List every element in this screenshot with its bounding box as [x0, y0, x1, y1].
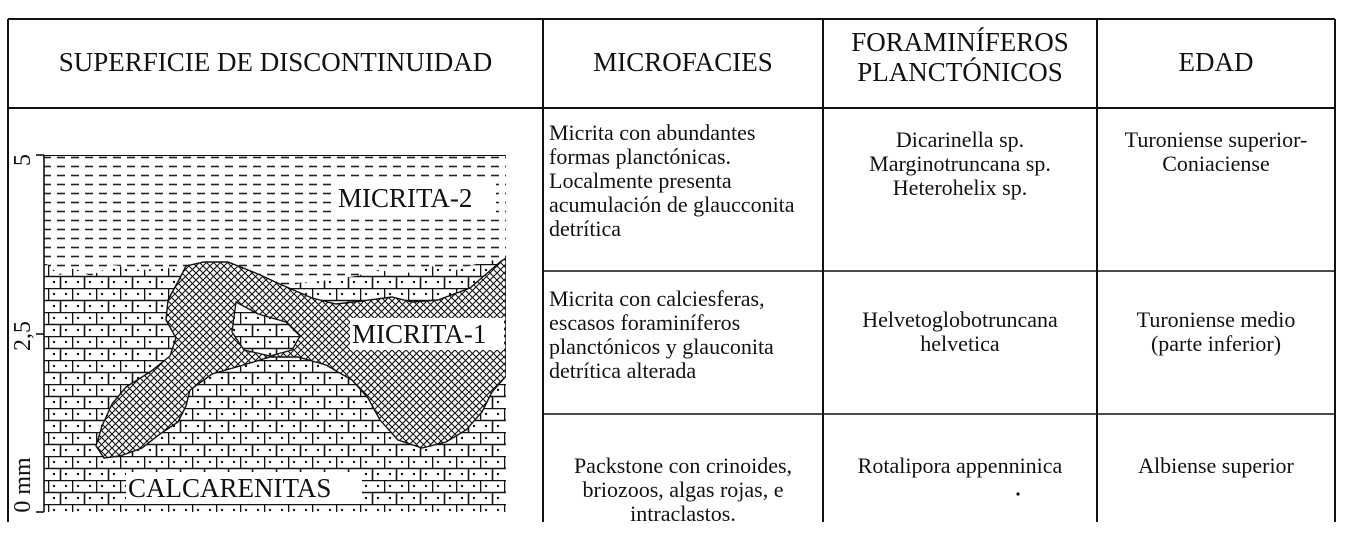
row2-foram-species: Helvetoglobotruncana [862, 307, 1058, 332]
scale-label-bottom: 0 mm [10, 457, 36, 513]
row1-microfacies-line: detrítica [549, 216, 622, 241]
header-discontinuity: SUPERFICIE DE DISCONTINUIDAD [58, 47, 493, 77]
vertical-scale [36, 154, 45, 513]
row1-edad-line: Coniaciense [1162, 151, 1270, 176]
micrita-1-label-bg [350, 318, 504, 350]
row3-foram-species: Rotalipora appenninica [857, 453, 1063, 478]
calcarenitas-label-bg [126, 472, 362, 504]
row1-microfacies-line: acumulación de glaucconita [549, 192, 795, 217]
row1-microfacies-line: Micrita con abundantes [549, 120, 756, 145]
row1-microfacies-line: formas planctónicas. [549, 144, 732, 169]
row1-microfacies: Micrita con abundantes formas planctónic… [549, 121, 817, 241]
row1-foram-species: Heterohelix sp. [892, 175, 1028, 200]
header-foraminiferos: FORAMINÍFEROS PLANCTÓNICOS [823, 27, 1097, 87]
micrita-2-label: MICRITA-2 [338, 183, 472, 213]
scale-label-top: 5 [10, 154, 36, 166]
row1-edad: Turoniense superior- Coniaciense [1097, 128, 1335, 176]
micrita-2-label-bg [336, 182, 496, 214]
row2-foram-species: helvetica [920, 331, 1000, 356]
row3-microfacies: Packstone con crinoides, briozoos, algas… [549, 454, 817, 526]
row2-edad-line: (parte inferior) [1150, 331, 1282, 356]
row2-foraminiferos: Helvetoglobotruncana helvetica [823, 308, 1097, 356]
row2-microfacies-line: planctónicos y glauconita [549, 334, 774, 359]
row1-foram-species: Dicarinella sp. [895, 127, 1025, 152]
row3-edad-line: Albiense superior [1138, 453, 1294, 478]
row1-foraminiferos: Dicarinella sp. Marginotruncana sp. Hete… [823, 128, 1097, 200]
header-edad: EDAD [1178, 47, 1254, 77]
micrita-1-layer [95, 257, 506, 459]
micrita-1-label: MICRITA-1 [352, 319, 486, 349]
header-foraminiferos-line1: FORAMINÍFEROS [851, 27, 1069, 57]
calcarenitas-label: CALCARENITAS [128, 473, 331, 503]
row3-foraminiferos: Rotalipora appenninica [823, 454, 1097, 478]
header-microfacies: MICROFACIES [593, 47, 773, 77]
row1-edad-line: Turoniense superior- [1124, 127, 1308, 152]
row3-microfacies-line: briozoos, algas rojas, e [582, 477, 784, 502]
row2-microfacies-line: detrítica alterada [549, 358, 697, 383]
row2-edad-line: Turoniense medio [1136, 307, 1296, 332]
row2-edad: Turoniense medio (parte inferior) [1097, 308, 1335, 356]
table-grid [7, 18, 1336, 522]
row2-microfacies-line: escasos foraminíferos [549, 310, 741, 335]
row2-microfacies: Micrita con calciesferas, escasos forami… [549, 287, 817, 383]
row1-foram-species: Marginotruncana sp. [869, 151, 1051, 176]
row3-microfacies-line: intraclastos. [630, 501, 736, 526]
calcarenite-island [231, 300, 301, 357]
scale-label-mid: 2,5 [10, 321, 36, 351]
row3-edad: Albiense superior [1097, 454, 1335, 478]
row2-microfacies-line: Micrita con calciesferas, [549, 286, 765, 311]
row1-microfacies-line: Localmente presenta [549, 168, 732, 193]
row3-microfacies-line: Packstone con crinoides, [573, 453, 793, 478]
scan-dot [1016, 492, 1020, 496]
header-foraminiferos-line2: PLANCTÓNICOS [857, 57, 1063, 87]
